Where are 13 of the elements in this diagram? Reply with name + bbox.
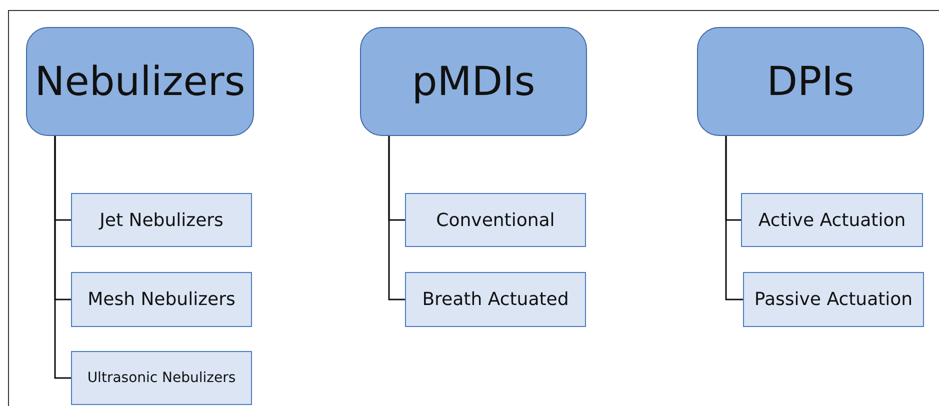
connector-line [725, 136, 743, 300]
subcategory-box: Passive Actuation [743, 272, 924, 327]
category-box: Nebulizers [26, 27, 254, 136]
subcategory-box: Mesh Nebulizers [71, 272, 252, 327]
category-box: DPIs [697, 27, 924, 136]
subcategory-box: Jet Nebulizers [71, 193, 252, 247]
category-box: pMDIs [360, 27, 587, 136]
connector-line [388, 136, 405, 300]
subcategory-box: Conventional [405, 193, 586, 247]
subcategory-box: Active Actuation [741, 193, 923, 247]
subcategory-box: Breath Actuated [405, 272, 586, 327]
connector-line [54, 136, 71, 379]
subcategory-box: Ultrasonic Nebulizers [71, 351, 252, 405]
